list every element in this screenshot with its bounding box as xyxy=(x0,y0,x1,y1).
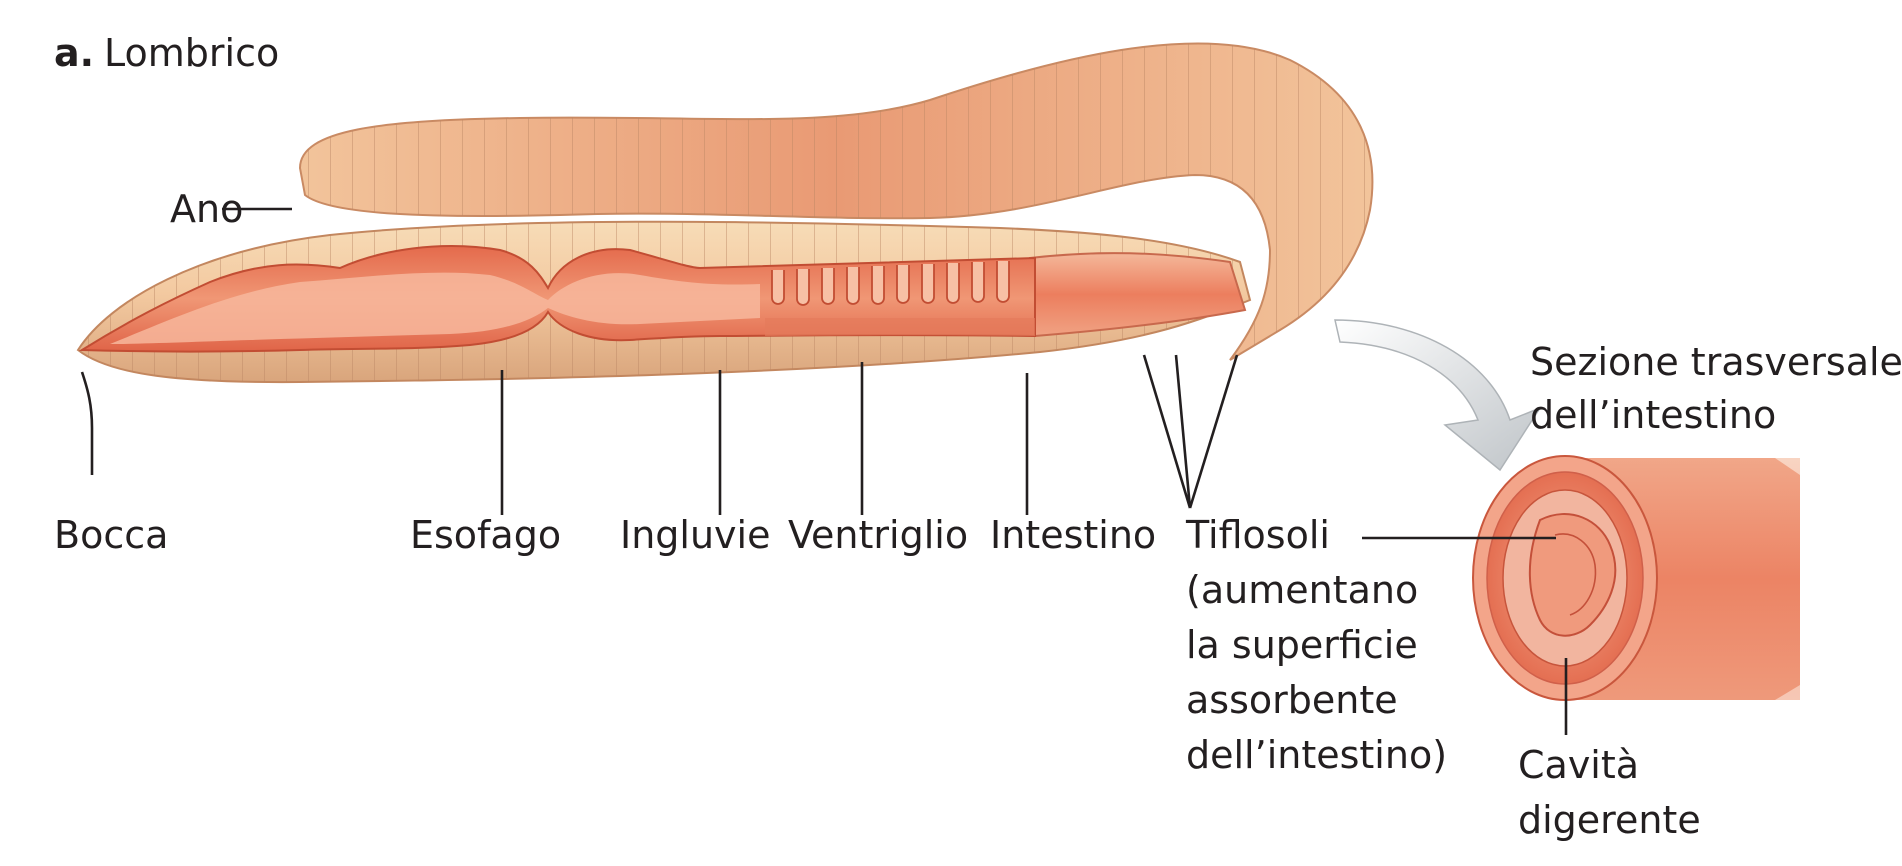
svg-text:dell’intestino: dell’intestino xyxy=(1530,393,1776,437)
label-tiflosoli-note: (aumentano la superficie assorbente dell… xyxy=(1186,568,1447,777)
digestive-tract xyxy=(78,245,1036,353)
panel-title: Lombrico xyxy=(104,31,279,75)
label-ingluvie: Ingluvie xyxy=(620,513,770,557)
svg-text:la superficie: la superficie xyxy=(1186,623,1418,667)
label-ano: Ano xyxy=(170,187,243,231)
typhlosole-folds xyxy=(771,261,1010,306)
svg-text:Sezione trasversale: Sezione trasversale xyxy=(1530,340,1902,384)
curved-arrow xyxy=(1334,319,1542,472)
label-tiflosoli: Tiflosoli xyxy=(1185,513,1330,557)
label-esofago: Esofago xyxy=(410,513,561,557)
label-bocca: Bocca xyxy=(54,513,168,557)
label-cavita-digerente: Cavità digerente xyxy=(1518,743,1701,842)
svg-text:digerente: digerente xyxy=(1518,798,1701,842)
svg-text:dell’intestino): dell’intestino) xyxy=(1186,733,1447,777)
label-intestino: Intestino xyxy=(990,513,1156,557)
intact-tube xyxy=(1028,252,1247,338)
svg-text:(aumentano: (aumentano xyxy=(1186,568,1418,612)
intestine-cross-section xyxy=(1472,455,1800,701)
svg-text:Cavità: Cavità xyxy=(1518,743,1639,787)
label-ventriglio: Ventriglio xyxy=(788,513,968,557)
leader-tiflosoli xyxy=(1142,354,1239,509)
worm-upper-segment xyxy=(298,42,1374,361)
svg-text:assorbente: assorbente xyxy=(1186,678,1398,722)
label-sezione-trasversale: Sezione trasversale dell’intestino xyxy=(1530,340,1902,437)
panel-letter: a. xyxy=(54,31,94,75)
leader-bocca-curve xyxy=(80,371,94,429)
